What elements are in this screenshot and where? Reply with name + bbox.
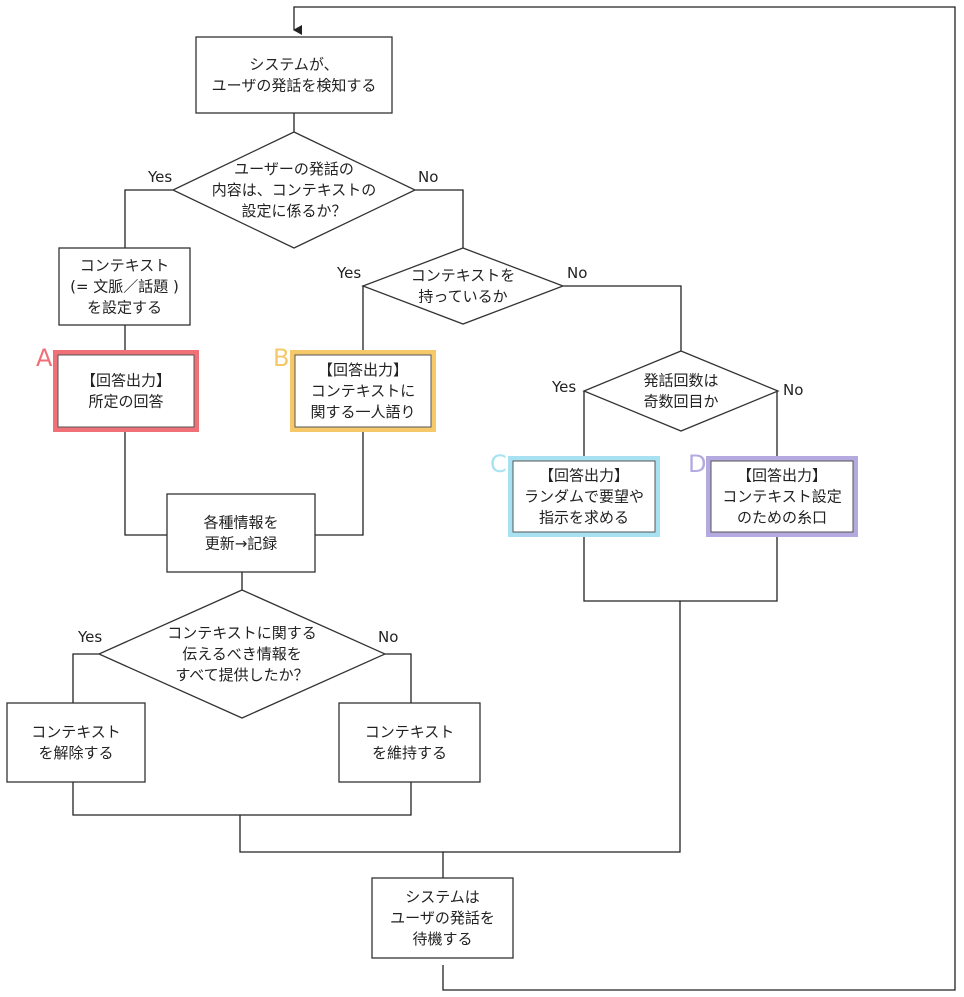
output-box (294, 354, 432, 428)
node-text-line: ランダムで要望や (524, 488, 644, 506)
edge-q-done-no (385, 653, 412, 703)
output-tag-d: D (688, 450, 706, 478)
process-box (338, 702, 481, 783)
label-no-q-context: No (418, 168, 438, 186)
node-text-line: 奇数回目か (643, 393, 718, 411)
node-text-line: 待機する (412, 930, 472, 948)
node-text-line: 内容は、コンテキストの (212, 181, 377, 199)
node-text-line: 関する一人語り (310, 403, 415, 421)
process-box (58, 247, 191, 326)
edge-q-done-yes (72, 653, 99, 703)
node-text-line: 各種情報を (203, 514, 278, 532)
output-tag-b: B (273, 344, 289, 372)
node-text-line: 【回答出力】 (318, 361, 408, 379)
label-no-q-odd: No (783, 381, 803, 399)
edge-q-has-yes (362, 285, 364, 350)
node-text-line: 【回答出力】 (539, 467, 629, 485)
node-text-line: を解除する (38, 744, 113, 762)
label-yes-q-done: Yes (77, 628, 102, 646)
output-box (710, 460, 854, 533)
node-text-line: 伝えるべき情報を (182, 645, 302, 663)
label-yes-q-context: Yes (147, 168, 172, 186)
node-text-line: を維持する (372, 744, 447, 762)
process-box (6, 702, 146, 783)
node-text-line: 【回答出力】 (737, 467, 827, 485)
node-text-line: 所定の回答 (88, 393, 163, 411)
node-text-line: 設定に係るか？ (241, 202, 346, 220)
label-no-q-done: No (378, 628, 398, 646)
node-text-line: 持っているか (418, 288, 507, 306)
output-tag-a: A (36, 344, 53, 372)
edge-release-keep-merge (72, 782, 412, 816)
process-box (166, 493, 316, 573)
node-text-line: 更新→記録 (205, 535, 278, 553)
node-text-line: 発話回数は (643, 372, 718, 390)
node-text-line: システムが、 (249, 56, 338, 74)
node-text-line: ユーザの発話を (390, 909, 495, 927)
node-text-line: (= 文脈／話題 ) (70, 278, 179, 296)
node-text-line: 指示を求める (539, 509, 629, 527)
node-text-line: すべて提供したか？ (175, 666, 308, 684)
decision-diamond (582, 350, 780, 432)
label-yes-q-has: Yes (336, 264, 361, 282)
process-box (195, 36, 393, 114)
node-text-line: 【回答出力】 (81, 372, 171, 390)
edge-a-to-update (124, 432, 167, 536)
node-out-a: A 【回答出力】所定の回答 (36, 344, 199, 432)
node-set-ctx: コンテキスト (= 文脈／話題 ) を設定する (58, 247, 191, 326)
node-text-line: コンテキストを (411, 267, 516, 285)
output-tag-c: C (490, 450, 507, 478)
label-no-q-has: No (567, 264, 587, 282)
edge-merge-to-wait (239, 815, 444, 878)
node-text-line: ユーザの発話を検知する (212, 77, 377, 95)
decision-diamond (97, 589, 387, 719)
decision-diamond (361, 247, 565, 325)
node-text-line: のための糸口 (737, 509, 827, 527)
branch-labels: Yes No Yes No Yes No Yes No (77, 168, 803, 646)
label-yes-q-odd: Yes (551, 378, 576, 396)
edge-b-to-update (315, 432, 364, 536)
node-text-line: コンテキスト設定 (722, 488, 842, 506)
edge-q-has-no (563, 285, 682, 351)
decision-diamond (171, 131, 417, 249)
node-text-line: コンテキスト (80, 257, 170, 275)
edge-q-context-yes (124, 189, 173, 248)
edge-loop-back (293, 6, 956, 991)
node-text-line: コンテキストに関する (167, 624, 317, 642)
edge-c-merge (583, 537, 778, 602)
node-text-line: ユーザーの発話の (234, 160, 354, 178)
edge-q-context-no (415, 189, 464, 248)
output-box (57, 354, 195, 428)
edge-cd-to-merge (443, 601, 681, 853)
node-detect: システムが、ユーザの発話を検知する (195, 36, 393, 114)
node-text-line: コンテキスト (31, 723, 121, 741)
node-text-line: コンテキストに (311, 382, 416, 400)
output-box (512, 460, 656, 533)
process-box (371, 877, 514, 959)
node-text-line: システムは (405, 888, 480, 906)
node-text-line: を設定する (87, 299, 162, 317)
node-text-line: コンテキスト (365, 723, 455, 741)
